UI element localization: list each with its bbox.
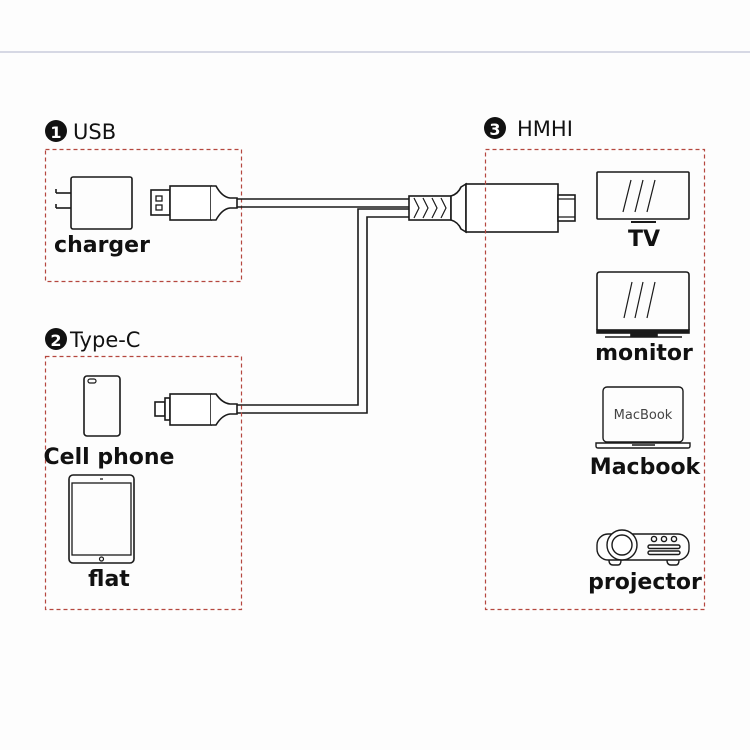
svg-text:1: 1 bbox=[50, 123, 61, 142]
device-label-flat: flat bbox=[88, 567, 130, 592]
top-divider bbox=[0, 51, 750, 53]
usb-group-border bbox=[44, 148, 243, 283]
device-label-charger: charger bbox=[54, 233, 150, 258]
tv-icon bbox=[596, 171, 690, 223]
laptop-icon bbox=[595, 386, 691, 449]
device-label-macbook: Macbook bbox=[590, 455, 702, 480]
badge-3-icon: 3 bbox=[484, 117, 506, 139]
badge-2-icon: 2 bbox=[45, 328, 67, 350]
type-c-group-border bbox=[44, 355, 243, 611]
hdmi-group-border bbox=[484, 148, 706, 611]
device-label-projector: projector bbox=[588, 570, 702, 595]
hdmi-plug-icon bbox=[465, 183, 576, 233]
section-title-hdmi: HMHI bbox=[517, 117, 573, 141]
cable-lines bbox=[237, 198, 410, 414]
svg-text:3: 3 bbox=[489, 120, 500, 139]
charger-icon bbox=[55, 176, 133, 230]
usb-a-plug-icon bbox=[150, 185, 238, 221]
section-title-type-c: Type-C bbox=[69, 328, 140, 352]
section-hdmi: 3 HMHI TV monitor bbox=[465, 117, 706, 611]
badge-1-icon: 1 bbox=[45, 120, 67, 142]
device-label-tv: TV bbox=[628, 227, 660, 252]
section-title-usb: USB bbox=[73, 120, 116, 144]
cell-phone-icon bbox=[83, 375, 121, 437]
usb-c-plug-icon bbox=[154, 393, 238, 426]
cable-joint-icon bbox=[408, 182, 467, 234]
section-usb: 1 USB charger bbox=[44, 120, 243, 283]
svg-text:2: 2 bbox=[50, 331, 61, 350]
tablet-icon bbox=[68, 474, 135, 564]
laptop-screen-text: MacBook bbox=[614, 408, 673, 423]
device-label-monitor: monitor bbox=[595, 341, 693, 366]
device-label-cell-phone: Cell phone bbox=[44, 445, 175, 470]
section-type-c: 2 Type-C Cell phone flat bbox=[44, 328, 243, 611]
monitor-icon bbox=[596, 271, 690, 338]
projector-icon bbox=[596, 529, 690, 566]
